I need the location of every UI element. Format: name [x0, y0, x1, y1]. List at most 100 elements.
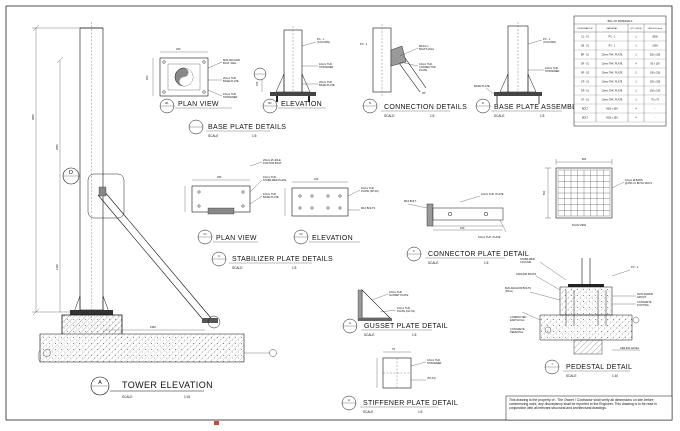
svg-text:10mm THK.: 10mm THK.	[419, 62, 433, 66]
pedestal-detail-scale-label: SCALE	[566, 374, 576, 378]
tower-elevation: 3800 2650 1200 2350 D A TOWER ELEVATION …	[31, 22, 277, 399]
svg-text:PLATE (GP-01): PLATE (GP-01)	[397, 309, 415, 313]
mesh-height-dim: 500	[542, 190, 546, 195]
svg-text:(4Nos): (4Nos)	[505, 289, 513, 293]
base-plate-details-scale-label: SCALE	[208, 134, 218, 138]
svg-text:10mm THK.: 10mm THK.	[397, 306, 411, 310]
svg-text:ANCHOR BOLTS: ANCHOR BOLTS	[516, 272, 537, 276]
bom-cell: 1	[635, 45, 637, 48]
svg-text:10mm THK.: 10mm THK.	[545, 66, 559, 70]
bom-cell: 150 x 150	[650, 90, 661, 93]
bom-cell: SP - 02	[581, 72, 590, 75]
mesh-plan-view: 500 500 10mm Ø BARS @150 c/c BOTH WAYS P…	[542, 157, 652, 227]
bom-cell: -	[655, 108, 656, 111]
svg-text:GUSSET PLATE: GUSSET PLATE	[389, 293, 409, 297]
pedestal-detail-title: PEDESTAL DETAIL	[566, 364, 632, 371]
svg-text:20mm THK.: 20mm THK.	[223, 76, 237, 80]
elevation-c2-title: ELEVATION	[312, 235, 353, 242]
bom-cell: 2350	[652, 45, 658, 48]
svg-text:STIFFENER: STIFFENER	[427, 361, 442, 365]
bom-cell: 95 x 100	[650, 63, 660, 66]
base-plate-assembly-scale-label: SCALE	[494, 114, 504, 118]
connector-plate-detail-scale: 1:5	[484, 261, 489, 265]
svg-text:NON SHRINK: NON SHRINK	[637, 292, 654, 296]
gusset-plate-detail-title: GUSSET PLATE DETAIL	[364, 323, 448, 330]
stiffener-plate-detail-scale: 1:5	[418, 410, 423, 414]
svg-text:BOLT 4Nos: BOLT 4Nos	[223, 61, 237, 65]
bom-cell: BP - 01	[581, 54, 590, 57]
plan-view-b1-title: PLAN VIEW	[178, 101, 219, 108]
gusset-plate-detail: 10mm THK. GUSSET PLATE 10mm THK. PLATE (…	[342, 289, 448, 337]
base-plate-details-scale: 1:5	[252, 134, 257, 138]
plan-view-c1-title: PLAN VIEW	[216, 235, 257, 242]
svg-text:PC - 1: PC - 1	[317, 37, 325, 41]
svg-text:20mm THK.: 20mm THK.	[319, 80, 333, 84]
bom-cell: 1	[635, 99, 637, 102]
elevation-c2: 10mm THK. PLATE (SP-02) M16 BOLTS 150 C2…	[284, 177, 379, 245]
svg-text:150: 150	[460, 226, 465, 230]
svg-text:CONCRETE: CONCRETE	[510, 327, 525, 331]
svg-text:10mm THK.: 10mm THK.	[319, 62, 333, 66]
pedestal-detail-mark: J	[551, 362, 553, 366]
stabilizer-plate-details-title: STABILIZER PLATE DETAILS	[232, 256, 333, 263]
bom-cell: 10mm THK. PLATE	[602, 99, 623, 102]
bom-cell: 1	[635, 90, 637, 93]
svg-text:BASE PLATE: BASE PLATE	[474, 84, 490, 88]
svg-text:(COLUMN): (COLUMN)	[543, 40, 556, 44]
svg-text:10mm THK. PLATE: 10mm THK. PLATE	[481, 192, 504, 196]
base-plate-details-title-block: BASE PLATE DETAILS SCALE 1:5	[188, 119, 286, 138]
svg-text:M16mm: M16mm	[419, 44, 428, 48]
connector-plate-detail-title: CONNECTOR PLATE DETAIL	[428, 251, 529, 258]
stabilizer-plate-details-scale: 1:5	[292, 266, 297, 270]
bom-title: BILL OF MATERIALS	[608, 19, 633, 23]
sheet-border	[5, 5, 673, 421]
svg-text:STABILIZER: STABILIZER	[520, 257, 535, 261]
svg-text:10mm THK.: 10mm THK.	[361, 186, 375, 190]
svg-text:10mm THK.: 10mm THK.	[223, 92, 237, 96]
svg-text:2350: 2350	[150, 325, 156, 329]
svg-text:FOOTING: FOOTING	[637, 303, 649, 307]
gusset-plate-detail-scale: 1:5	[412, 333, 417, 337]
svg-text:CONCRETE: CONCRETE	[637, 300, 652, 304]
note-text: This drawing is the property of . The Ow…	[509, 398, 657, 411]
detail-d-mark: D	[69, 170, 73, 176]
svg-text:10mm Ø BARS: 10mm Ø BARS	[625, 178, 643, 182]
mesh-width-dim: 500	[582, 157, 587, 161]
elevation-c2-mark: C2	[299, 232, 303, 236]
svg-text:200: 200	[176, 47, 181, 51]
svg-text:3800: 3800	[31, 114, 35, 120]
bom-cell: CB - 01	[581, 45, 590, 48]
bom-cell: 100 x 150	[650, 72, 661, 75]
svg-text:BASE PLATE: BASE PLATE	[263, 195, 279, 199]
svg-text:COLUMN: COLUMN	[520, 260, 531, 264]
bom-cell: 150 x 250	[650, 81, 661, 84]
base-plate-assembly-mark: E	[482, 101, 484, 105]
bom-cell: 2	[635, 72, 637, 75]
bom-header-cell: QTY. (NOS)	[630, 28, 642, 30]
bom-cell: BOLT	[582, 108, 589, 111]
bom-cell: PC - 1	[609, 36, 616, 39]
svg-text:FOR M16 BOLT: FOR M16 BOLT	[263, 161, 282, 165]
connector-plate-detail-mark: F	[413, 249, 415, 253]
bom-cell: 4	[635, 117, 637, 120]
svg-text:STIFFENER: STIFFENER	[545, 69, 560, 73]
svg-text:PC - 1: PC - 1	[543, 37, 551, 41]
tower-elevation-title: TOWER ELEVATION	[122, 380, 213, 390]
bom-cell: -	[655, 117, 656, 120]
stiffener-plate-detail-title: STIFFENER PLATE DETAIL	[363, 400, 458, 407]
elevation-b2-mark: B2	[268, 101, 272, 105]
bom-cell: 10mm THK. PLATE	[602, 72, 623, 75]
svg-text:M16 BOLTS: M16 BOLTS	[361, 206, 375, 210]
svg-text:@150 c/c BOTH WAYS: @150 c/c BOTH WAYS	[625, 181, 652, 185]
plan-view-b1: M20 ANCHOR BOLT 4Nos 20mm THK. BASE PLAT…	[145, 47, 240, 114]
gusset-plate-detail-scale-label: SCALE	[364, 333, 374, 337]
reinforcement-mesh	[557, 169, 611, 217]
svg-text:CONNECTOR: CONNECTOR	[419, 65, 436, 69]
svg-text:CEILING LEVEL: CEILING LEVEL	[620, 346, 640, 350]
